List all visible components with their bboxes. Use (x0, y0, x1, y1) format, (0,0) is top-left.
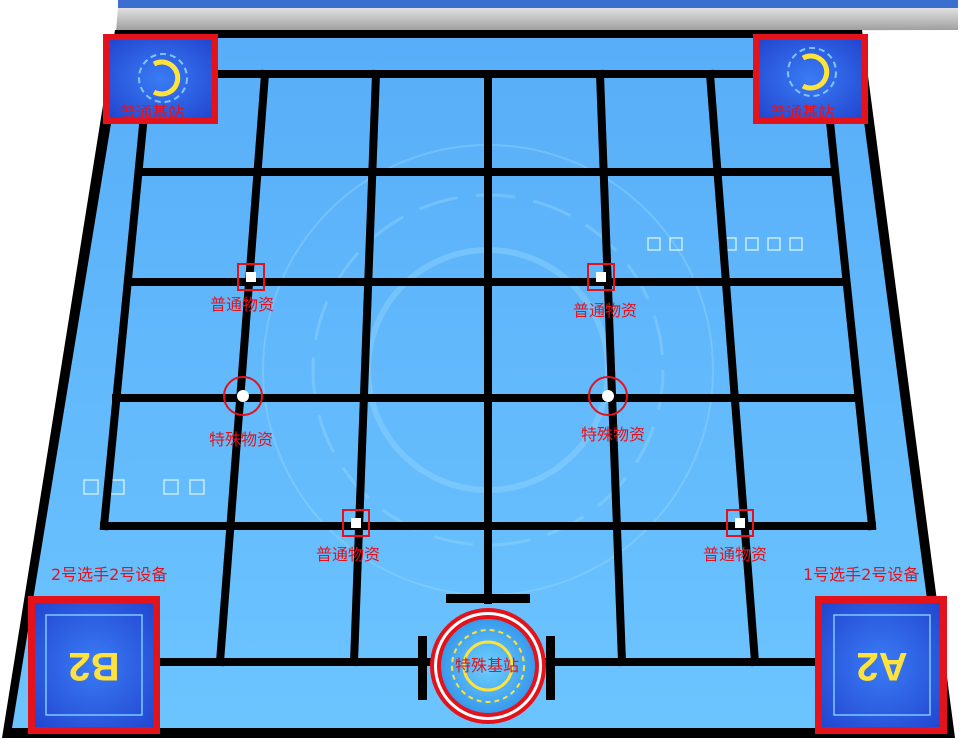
right-start-zone-label: 1号选手2号设备 (803, 566, 919, 584)
special-base-label: 特殊基站 (455, 657, 519, 675)
normal-supply-label: 普通物资 (316, 546, 380, 564)
normal-supply-label: 普通物资 (703, 546, 767, 564)
special-supply-label: 特殊物资 (209, 431, 273, 449)
start-zone-right-code: A2 (856, 644, 907, 688)
left-start-zone-label: 2号选手2号设备 (51, 566, 167, 584)
normal-supply-label: 普通物资 (573, 302, 637, 320)
top-left-base-label: 普通基站 (120, 104, 184, 122)
special-base-approach-bar (446, 594, 530, 603)
special-supply-label: 特殊物资 (581, 426, 645, 444)
start-zone-left-code: B2 (68, 644, 119, 688)
field-back-rail-top (118, 0, 958, 8)
normal-supply-label: 普通物资 (210, 296, 274, 314)
field-back-rail (116, 6, 958, 32)
top-right-base-label: 普通基站 (770, 104, 834, 122)
